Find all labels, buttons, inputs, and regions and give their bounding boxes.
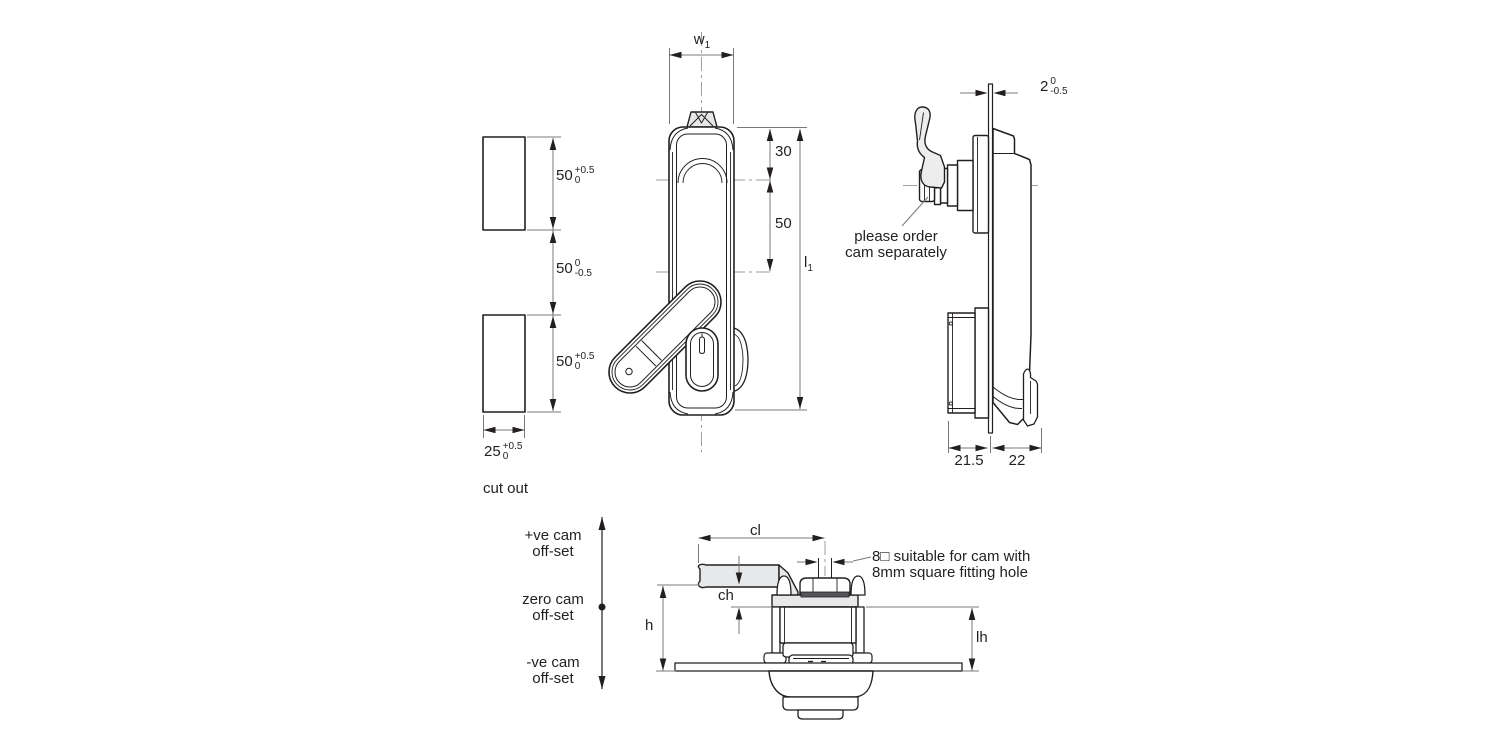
bottom-dim-ch: ch	[718, 587, 734, 604]
cutout-dim-middle: 50 0-0.5	[556, 258, 592, 279]
top-clip	[686, 111, 718, 128]
side-dim-21-5: 21.5	[954, 452, 984, 469]
cam-offset-negative-label: -ve cam off-set	[526, 654, 580, 687]
side-dimension-lines	[901, 89, 1042, 453]
side-view-drawing	[901, 83, 1042, 453]
panel-bottom-view	[674, 662, 963, 672]
side-lever[interactable]	[914, 106, 946, 189]
cutout-dimension-lines	[483, 136, 561, 438]
bottom-dimension-lines	[656, 534, 979, 672]
shaft-nut	[799, 577, 851, 598]
handle-recess	[676, 133, 727, 409]
zero-offset-dot	[598, 603, 606, 611]
below-panel-housing	[768, 670, 874, 720]
cam-block	[947, 307, 990, 419]
escutcheon	[972, 134, 990, 234]
cam-offset-positive-label: +ve cam off-set	[524, 527, 582, 560]
cam-offset-indicator-drawing	[598, 517, 606, 689]
cutout-upper-rect	[482, 136, 526, 231]
bottom-dim-cl: cl	[750, 522, 761, 539]
cam-offset-zero-label: zero cam off-set	[522, 591, 584, 624]
swing-handle[interactable]	[600, 272, 729, 401]
body-behind-panel	[992, 127, 1039, 427]
recess-arch	[677, 158, 728, 184]
front-dimension-lines	[669, 48, 807, 411]
lock-cylinder[interactable]	[685, 327, 719, 392]
bottom-view-drawing	[656, 534, 979, 720]
side-latch-bulge	[733, 327, 749, 392]
side-dim-panel-thickness: 2 0-0.5	[1040, 76, 1068, 97]
cutout-view-drawing	[482, 136, 561, 438]
bottom-dim-h: h	[645, 617, 654, 634]
bottom-note-cam-fitting: 8□ suitable for cam with 8mm square fitt…	[872, 548, 1031, 581]
bottom-dim-lh: lh	[976, 629, 988, 646]
handle-release-button[interactable]	[625, 367, 633, 376]
front-dim-50: 50	[775, 215, 792, 232]
flange-ears	[776, 575, 866, 596]
housing-body	[763, 606, 873, 666]
keyway-icon	[699, 333, 705, 354]
front-dim-w1: w1	[693, 31, 711, 51]
cutout-lower-rect	[482, 314, 526, 413]
front-dim-l1: l1	[804, 254, 813, 274]
side-note-order-cam: please order cam separately	[845, 228, 947, 261]
front-dim-30: 30	[775, 143, 792, 160]
side-dim-22: 22	[1008, 452, 1026, 469]
cutout-caption: cut out	[483, 480, 529, 497]
front-view-drawing	[600, 32, 807, 452]
